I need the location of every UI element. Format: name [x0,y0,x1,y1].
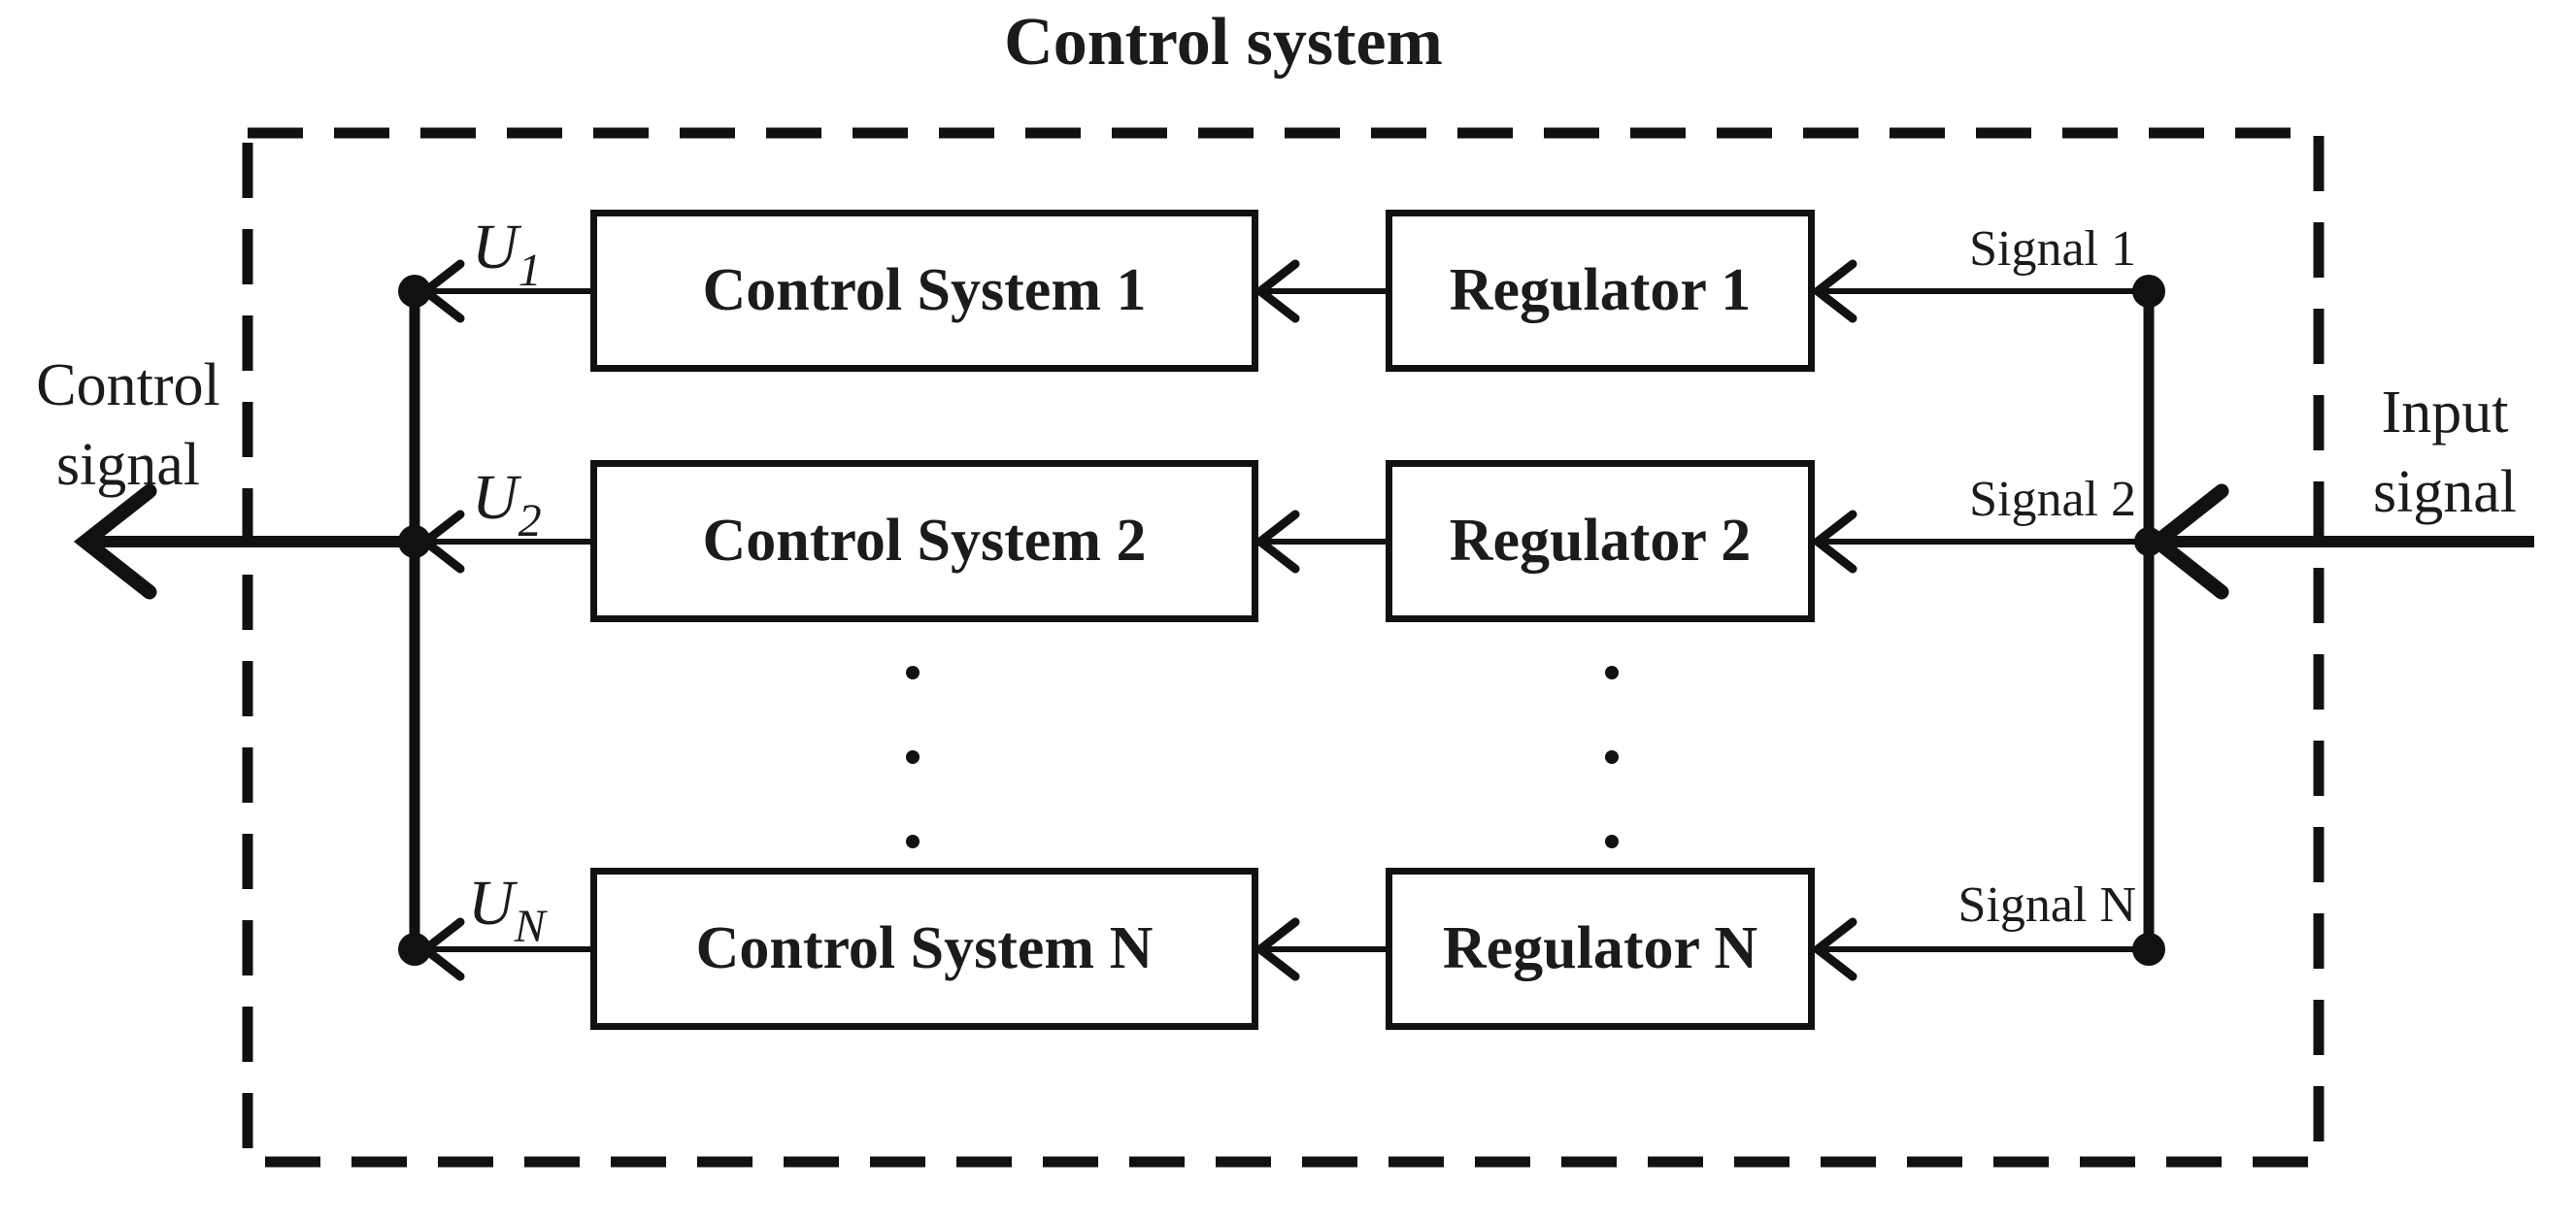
un-symbol: U [468,868,515,939]
input-signal-label-line2: signal [2372,459,2518,525]
rowN-regulator-arrowhead-icon [1810,917,1857,981]
control-signal-label-line1: Control [36,352,220,418]
diagram-title: Control system [1004,5,1443,80]
u1-label: U1 [472,215,542,294]
un-label: UN [468,872,546,950]
signal-n-label: Signal N [1957,877,2136,933]
right-ellipsis-dot-icon [1605,750,1619,764]
left-bus-junction-dot-1 [398,275,431,308]
regulator-n-label: Regulator N [1442,915,1758,981]
un-subscript: N [514,901,546,952]
u2-symbol: U [472,462,519,533]
right-bus-junction-dot-n [2132,933,2165,966]
regulator-1-box: Regulator 1 [1386,210,1815,372]
control-system-2-box: Control System 2 [590,460,1258,622]
u2-label: U2 [472,466,542,545]
control-signal-label-line2: signal [55,432,201,498]
system-boundary-dashed-box [242,127,2325,1168]
right-ellipsis-dot-icon [1605,666,1619,679]
u2-subscript: 2 [518,495,542,546]
right-bus-junction-dot-2 [2134,527,2163,556]
input-signal-label-line1: Input [2381,380,2509,446]
right-ellipsis-dot-icon [1605,835,1619,848]
regulator-2-box: Regulator 2 [1386,460,1815,622]
left-ellipsis-dot-icon [906,666,920,679]
u1-symbol: U [472,212,519,282]
regulator-n-box: Regulator N [1386,868,1815,1030]
left-ellipsis-dot-icon [906,835,920,848]
regulator-1-label: Regulator 1 [1449,257,1752,323]
input-signal-label: Input signal [2321,373,2569,532]
signal-1-label: Signal 1 [1969,221,2136,277]
control-system-1-label: Control System 1 [702,257,1147,323]
control-system-n-box: Control System N [590,868,1258,1030]
left-bus-junction-dot-n [398,933,431,966]
row2-regulator-arrowhead-icon [1810,510,1857,574]
control-system-n-label: Control System N [695,915,1154,981]
control-signal-arrowhead-icon [73,483,157,600]
right-bus-junction-dot-1 [2132,275,2165,308]
control-system-1-box: Control System 1 [590,210,1258,372]
left-ellipsis-dot-icon [906,750,920,764]
control-system-2-label: Control System 2 [702,508,1147,574]
signal-2-label: Signal 2 [1969,472,2136,527]
row1-regulator-arrowhead-icon [1810,259,1857,323]
row2-control-box-arrowhead-icon [1253,510,1300,574]
control-signal-label: Control signal [8,346,249,505]
u1-subscript: 1 [518,245,542,296]
rowN-control-box-arrowhead-icon [1253,917,1300,981]
left-bus-junction-dot-2 [398,525,431,558]
regulator-2-label: Regulator 2 [1449,508,1752,574]
row1-control-box-arrowhead-icon [1253,259,1300,323]
